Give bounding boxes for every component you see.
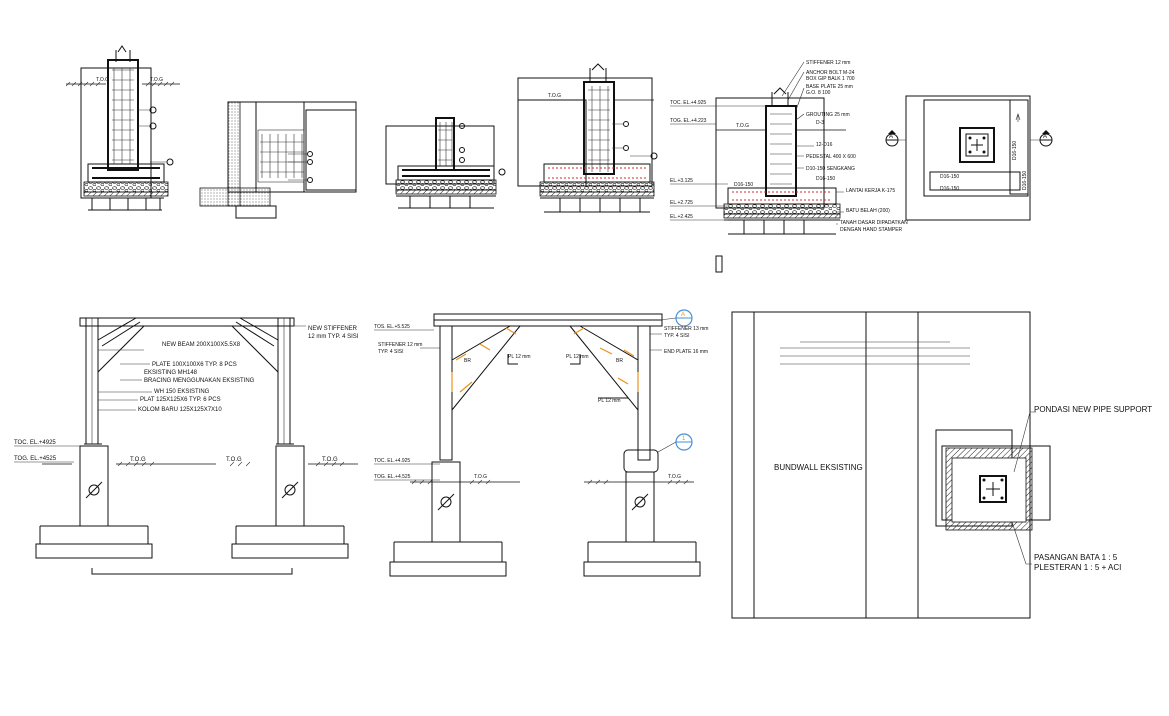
frame-label: BR <box>464 358 471 364</box>
spec-label: BATU BELAH (200) <box>846 208 890 214</box>
spec-label: STIFFENER 12 mm <box>806 60 850 66</box>
spec-label: D-3 <box>816 120 824 126</box>
spec-label: BASE PLATE 25 mm <box>806 84 853 90</box>
svg-text:A: A <box>889 134 893 140</box>
spec-label: 12-D16 <box>816 142 833 148</box>
svg-text:A: A <box>681 312 685 318</box>
frame-label: EKSISTING MH148 <box>144 370 198 376</box>
detail-pedestal-section-4: T.O.G <box>517 63 658 213</box>
frame-label: TYP. 4 SISI <box>378 349 403 355</box>
spec-label: BOX GIP BALK 1 700 <box>806 76 855 82</box>
frame-label: BR <box>616 358 623 364</box>
frame-label: BRACING MENGGUNAKAN EKSISTING <box>144 378 255 384</box>
plan-dim-label: D16-150 <box>1022 171 1028 190</box>
detail-callout-icon: A <box>675 309 693 327</box>
frame-label: 12 mm TYP. 4 SISI <box>308 334 359 340</box>
pipe-support-frame-elevation-mid: A 1 TOS. EL.+5.525 TOC. EL.+4.925 TOG. E… <box>374 309 708 577</box>
elevation-label: TOC. EL.+4.925 <box>670 100 706 106</box>
detail-bundwall-section <box>199 101 357 219</box>
detail-pedestal-section-3 <box>385 117 506 209</box>
tog-label: T.O.G <box>736 123 749 129</box>
tog-label: T.O.G <box>548 93 561 99</box>
anchor-symbol-icon <box>85 481 103 499</box>
spec-label: LANTAI KERJA K-175 <box>846 188 895 194</box>
spec-label: G.O. 8 100 <box>806 90 831 96</box>
spec-label: D10-150 SENGKANG <box>806 166 855 172</box>
detail-pedestal-section-1: T.O.G T.O.G <box>65 45 180 211</box>
plester-label: PLESTERAN 1 : 5 + ACI <box>1034 563 1121 572</box>
frame-label: PLAT 125X125X6 TYP. 6 PCS <box>140 397 221 403</box>
spec-label: ANCHOR BOLT M-24 <box>806 70 855 76</box>
frame-label: TYP. 4 SISI <box>664 333 689 339</box>
svg-text:1: 1 <box>682 436 686 442</box>
svg-text:A: A <box>1043 134 1047 140</box>
frame-label: WH 150 EKSISTING <box>154 389 210 395</box>
pipe-support-frame-elevation-left: TOC. EL.+4925 TOG. EL.+4525 T.O.G T.O.G … <box>14 317 359 575</box>
elevation-label: EL.+3.125 <box>670 178 693 184</box>
tog-label: T.O.G <box>322 457 338 463</box>
elevation-label: TOS. EL.+5.525 <box>374 324 410 330</box>
spec-label: PEDESTAL 400 X 600 <box>806 154 856 160</box>
section-marker-icon: A <box>1039 130 1053 147</box>
frame-label: STIFFENER 12 mm <box>378 342 422 348</box>
anchor-symbol-icon <box>437 493 455 511</box>
elevation-label: TOG. EL.+4.223 <box>670 118 707 124</box>
anchor-symbol-icon <box>281 481 299 499</box>
elevation-label: TOC. EL.+4.925 <box>374 458 410 464</box>
tog-label: T.O.G <box>226 457 242 463</box>
elevation-label: TOG. EL.+4.525 <box>374 474 411 480</box>
frame-label: NEW STIFFENER <box>308 326 358 332</box>
frame-label: NEW BEAM 200X100X5.5X8 <box>162 342 241 348</box>
frame-label: END PLATE 16 mm <box>664 349 708 355</box>
spec-label: GROUTING 25 mm <box>806 112 850 118</box>
tog-label: T.O.G <box>150 77 163 83</box>
elevation-label: TOG. EL.+4525 <box>14 456 57 462</box>
elevation-label: EL.+2.725 <box>670 200 693 206</box>
anchor-symbol-icon <box>631 493 649 511</box>
tog-label: T.O.G <box>96 77 109 83</box>
spec-label: DENGAN HAND STAMPER <box>840 227 903 233</box>
frame-label: PL 12 mm <box>566 354 589 360</box>
elevation-label: EL.+2.425 <box>670 214 693 220</box>
plan-bar-label: D16-150 <box>940 186 959 192</box>
pedestal-plan-view: D16-150 D16-150 D16-150 D16-150 A A <box>885 95 1053 221</box>
plan-bar-label: D16-150 <box>940 174 959 180</box>
frame-label: PL 12 mm <box>598 398 621 404</box>
tog-label: T.O.G <box>668 474 681 480</box>
frame-label: STIFFENER 13 mm <box>664 326 708 332</box>
spec-label: D16-150 <box>816 176 835 182</box>
spec-label: TANAH DASAR DIPADATKAN <box>840 220 908 226</box>
bundwall-elevation: BUNDWALL EKSISTING PONDASI NEW PIPE SUPP… <box>731 311 1152 619</box>
frame-label: PL 12 mm <box>508 354 531 360</box>
frame-label: PLATE 100X100X6 TYP. 8 PCS <box>152 362 237 368</box>
bundwall-label: BUNDWALL EKSISTING <box>774 463 863 472</box>
detail-pedestal-labelled: T.O.G TOC. EL.+4.925 TOG. EL.+4.223 EL.+… <box>670 60 908 273</box>
pondasi-label: PONDASI NEW PIPE SUPPORT <box>1034 405 1152 414</box>
bar-label: D16-150 <box>734 182 753 188</box>
frame-label: KOLOM BARU 125X125X7X10 <box>138 407 222 413</box>
section-marker-icon: A <box>885 130 899 147</box>
tog-label: T.O.G <box>474 474 487 480</box>
bata-label: PASANGAN BATA 1 : 5 <box>1034 553 1118 562</box>
detail-callout-icon: 1 <box>675 433 693 451</box>
elevation-label: TOC. EL.+4925 <box>14 440 56 446</box>
tog-label: T.O.G <box>130 457 146 463</box>
plan-dim-label: D16-150 <box>1012 141 1018 160</box>
